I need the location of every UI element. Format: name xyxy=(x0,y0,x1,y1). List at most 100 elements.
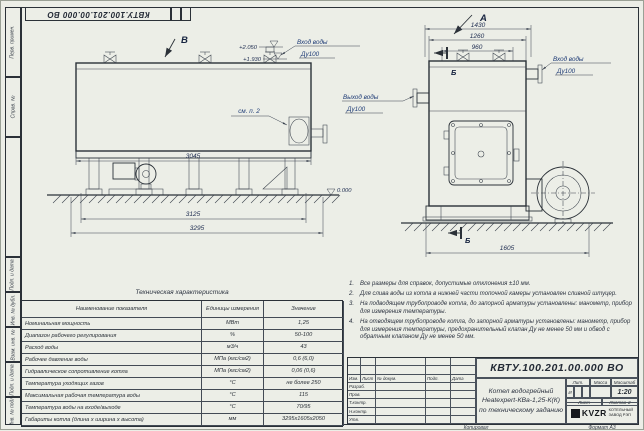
tb-blank-cell xyxy=(426,407,451,416)
tb-blank-cell xyxy=(361,358,376,367)
lit-value: И xyxy=(566,386,574,398)
tech-row-name: Номинальная мощность xyxy=(22,318,202,330)
tb-blank-cell xyxy=(348,366,361,375)
tech-row-unit: мм xyxy=(202,414,264,426)
tech-row-name: Гидравлическое сопротивление котла xyxy=(22,366,202,378)
tb-blank-cell xyxy=(376,407,426,416)
tb-role-label: Т.контр. xyxy=(348,399,376,408)
product-line-3: по техническому заданию xyxy=(479,406,563,414)
inlet-label-side: Вход воды xyxy=(297,38,328,46)
notes-list: 1. Все размеры для справок, допустимые о… xyxy=(349,281,637,344)
tb-blank-cell xyxy=(376,366,426,375)
margin-box-sprav: Справ. № xyxy=(5,77,21,137)
top-stamp: КВТУ.100.201.00.000 ВО xyxy=(25,7,171,21)
outlet-dn-front: Ду100 xyxy=(346,106,366,113)
margin-label: Справ. № xyxy=(10,95,17,119)
inlet-dn-front: Ду100 xyxy=(556,68,576,75)
base-frame-front xyxy=(422,205,533,222)
water-inlet-callout-front: Вход воды Ду100 xyxy=(525,55,611,84)
lit-header: Лит. xyxy=(566,378,590,386)
tech-row-name: Температура воды на входе/выходе xyxy=(22,402,202,414)
tech-row-unit: м3/ч xyxy=(202,342,264,354)
burner-front xyxy=(525,161,595,224)
tb-role-label: Утв. xyxy=(348,415,376,424)
tb-blank-cell xyxy=(426,366,451,375)
note-text: На отводящем трубопроводе котла, до запо… xyxy=(360,318,631,341)
top-stamp-cell-2 xyxy=(181,7,191,21)
tech-header-unit: Единицы измерения xyxy=(202,301,264,318)
company-logo-text: KVZR xyxy=(581,408,607,418)
tech-row-value: 50-100 xyxy=(264,330,344,342)
margin-box-empty xyxy=(5,137,21,257)
tb-blank-cell xyxy=(376,399,426,408)
tb-blank-cell xyxy=(426,399,451,408)
company-cell: KVZR КОТЕЛЬНЫЙ ЗАВОД РЭП xyxy=(566,402,638,424)
water-inlet-callout-side: Вход воды Ду100 xyxy=(280,38,360,59)
tb-col-list: Лист xyxy=(361,374,376,383)
tech-row-unit: МВт xyxy=(202,318,264,330)
tb-col-izm: Изм. xyxy=(348,374,361,383)
scale-value: 1:20 xyxy=(611,386,638,398)
ground-line-front xyxy=(401,222,613,232)
company-name-line-2: ЗАВОД РЭП xyxy=(608,412,631,417)
tb-blank-cell xyxy=(451,366,476,375)
section-b-bottom: Б xyxy=(448,227,471,245)
tech-row-value: 0,6 (6,0) xyxy=(264,354,344,366)
copy-label: Копировал xyxy=(463,425,489,431)
outlet-label-front: Выход воды xyxy=(343,93,379,101)
note-item: 1. Все размеры для справок, допустимые о… xyxy=(349,281,637,289)
dim-3125-value: 3125 xyxy=(186,211,201,218)
zero-level-label: 0.000 xyxy=(337,188,352,194)
boiler-body-side xyxy=(75,62,328,152)
note-text: Для слива воды из котла в нижней части т… xyxy=(360,290,617,297)
dim-1430-value: 1430 xyxy=(471,22,486,29)
product-name: Котел водогрейный Heatexpert-КВа-1,25-К(… xyxy=(476,378,566,424)
margin-label: Подп. и дата xyxy=(10,363,16,396)
dimension-1430: 1430 xyxy=(424,22,532,57)
view-b-marker: В xyxy=(164,35,188,58)
company-name-line-1: КОТЕЛЬНЫЙ xyxy=(608,407,634,413)
tech-header-name: Наименование показателя xyxy=(22,301,202,318)
tb-blank-cell xyxy=(451,415,476,424)
tech-row-value: 70/95 xyxy=(264,402,344,414)
tech-table: Наименование показателя Единицы измерени… xyxy=(21,300,344,427)
dim-3045-value: 3045 xyxy=(186,153,201,160)
side-view-drawing: +2.050 +1.930 Вход воды Ду100 В см. п. 2 xyxy=(47,35,360,237)
tech-row-value: 3295х1605х2050 xyxy=(264,414,344,426)
mass-header: Масса xyxy=(590,378,611,386)
front-view-drawing: А 1430 1260 960 xyxy=(342,13,613,257)
dimension-3045: 3045 xyxy=(75,151,312,165)
see-note-label: см. п. 2 xyxy=(238,108,260,115)
lit-cell-3 xyxy=(582,386,590,398)
tech-row-unit: °С xyxy=(202,402,264,414)
dimension-3125: 3125 xyxy=(80,193,307,223)
product-line-2: Heatexpert-КВа-1,25-К(К) xyxy=(481,397,561,405)
tb-blank-cell xyxy=(426,415,451,424)
margin-box-podp-data-1: Подп. и дата xyxy=(5,257,21,292)
tech-row-name: Рабочее давление воды xyxy=(22,354,202,366)
tb-blank-cell xyxy=(426,358,451,367)
tb-blank-cell xyxy=(361,366,376,375)
scale-header: Масштаб xyxy=(611,378,638,386)
tb-role-label: Пров. xyxy=(348,391,376,400)
tb-blank-cell xyxy=(376,391,426,400)
tb-col-dokum: № докум. xyxy=(376,374,426,383)
tb-blank-cell xyxy=(451,407,476,416)
title-block: Изм. Лист № докум. Подп. Дата Разраб. Пр… xyxy=(347,357,639,425)
tb-col-podp: Подп. xyxy=(426,374,451,383)
tb-blank-cell xyxy=(376,415,426,424)
note-number: 3. xyxy=(349,300,355,307)
tech-row-value: 1,25 xyxy=(264,318,344,330)
dim-960-value: 960 xyxy=(472,44,483,51)
section-b-top: Б xyxy=(434,47,457,77)
mass-value xyxy=(590,386,611,398)
tb-blank-cell xyxy=(451,399,476,408)
margin-label: Инв. № дубл. xyxy=(10,294,16,325)
title-block-doc-number: КВТУ.100.201.00.000 ВО xyxy=(476,358,638,378)
tb-blank-cell xyxy=(426,391,451,400)
company-name: КОТЕЛЬНЫЙ ЗАВОД РЭП xyxy=(609,408,633,417)
see-note-callout: см. п. 2 xyxy=(231,108,309,144)
tech-row-value: 43 xyxy=(264,342,344,354)
tech-row-unit: МПа (кгс/см2) xyxy=(202,366,264,378)
